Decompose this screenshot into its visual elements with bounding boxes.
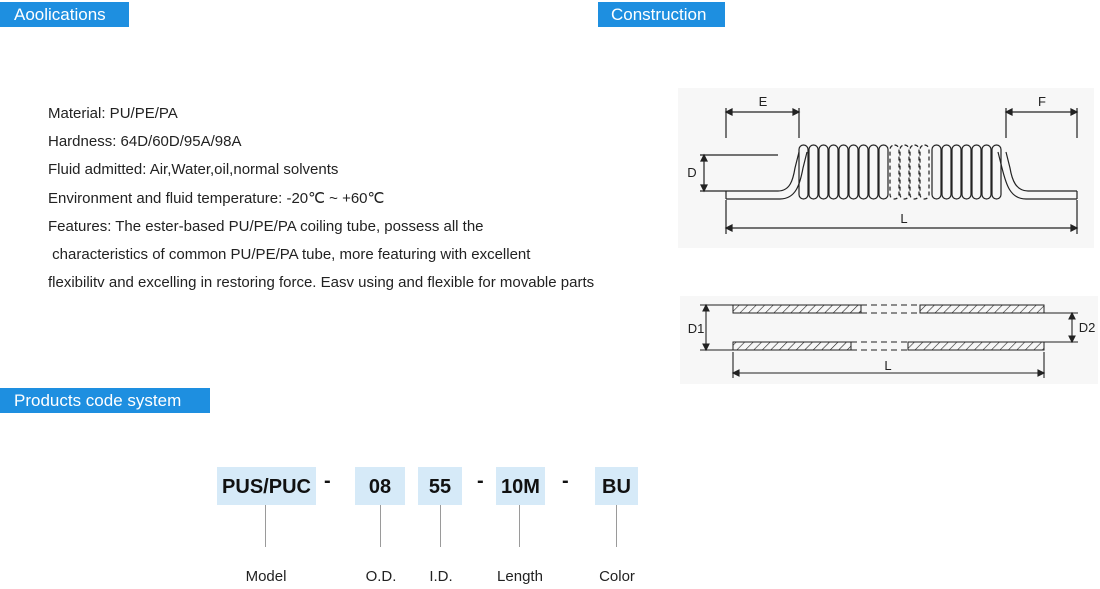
construction-header: Construction xyxy=(598,2,725,27)
spec-fluid: Fluid admitted: Air,Water,oil,normal sol… xyxy=(48,161,339,178)
leader-line xyxy=(440,505,441,547)
dim-label-e: E xyxy=(759,94,768,109)
products-code-header: Products code system xyxy=(0,388,210,413)
spec-features-line1: Features: The ester-based PU/PE/PA coili… xyxy=(48,218,484,235)
label-id: I.D. xyxy=(429,568,453,585)
code-color: BU xyxy=(595,467,638,505)
spec-hardness: Hardness: 64D/60D/95A/98A xyxy=(48,133,242,150)
leader-line xyxy=(519,505,520,547)
dim-label-l: L xyxy=(900,211,907,226)
label-model: Model xyxy=(245,568,287,585)
coil-loops xyxy=(798,144,889,200)
spec-features-line3: flexibilitv and excelling in restoring f… xyxy=(48,274,595,291)
dim-label-d1: D1 xyxy=(688,321,705,336)
code-od: 08 xyxy=(355,467,405,505)
code-model: PUS/PUC xyxy=(217,467,316,505)
dim-label-d: D xyxy=(687,165,696,180)
coil-tube-diagram: E F D L xyxy=(678,88,1094,248)
spec-temperature: Environment and fluid temperature: -20℃ … xyxy=(48,190,385,207)
dim-label-f: F xyxy=(1038,94,1046,109)
dim-label-d2: D2 xyxy=(1079,320,1096,335)
code-separator: - xyxy=(324,470,331,492)
label-length: Length xyxy=(497,568,543,585)
spec-features-line2: characteristics of common PU/PE/PA tube,… xyxy=(48,246,531,263)
tube-section-diagram: D1 D2 L xyxy=(680,296,1098,384)
label-color: Color xyxy=(599,568,635,585)
code-length: 10M xyxy=(496,467,545,505)
applications-header: Aoolications xyxy=(0,2,129,27)
code-id: 55 xyxy=(418,467,462,505)
code-separator: - xyxy=(562,470,569,492)
code-separator: - xyxy=(477,470,484,492)
spec-material: Material: PU/PE/PA xyxy=(48,105,178,122)
dim-label-section-l: L xyxy=(884,358,891,373)
leader-line xyxy=(265,505,266,547)
label-od: O.D. xyxy=(365,568,397,585)
leader-line xyxy=(380,505,381,547)
leader-line xyxy=(616,505,617,547)
